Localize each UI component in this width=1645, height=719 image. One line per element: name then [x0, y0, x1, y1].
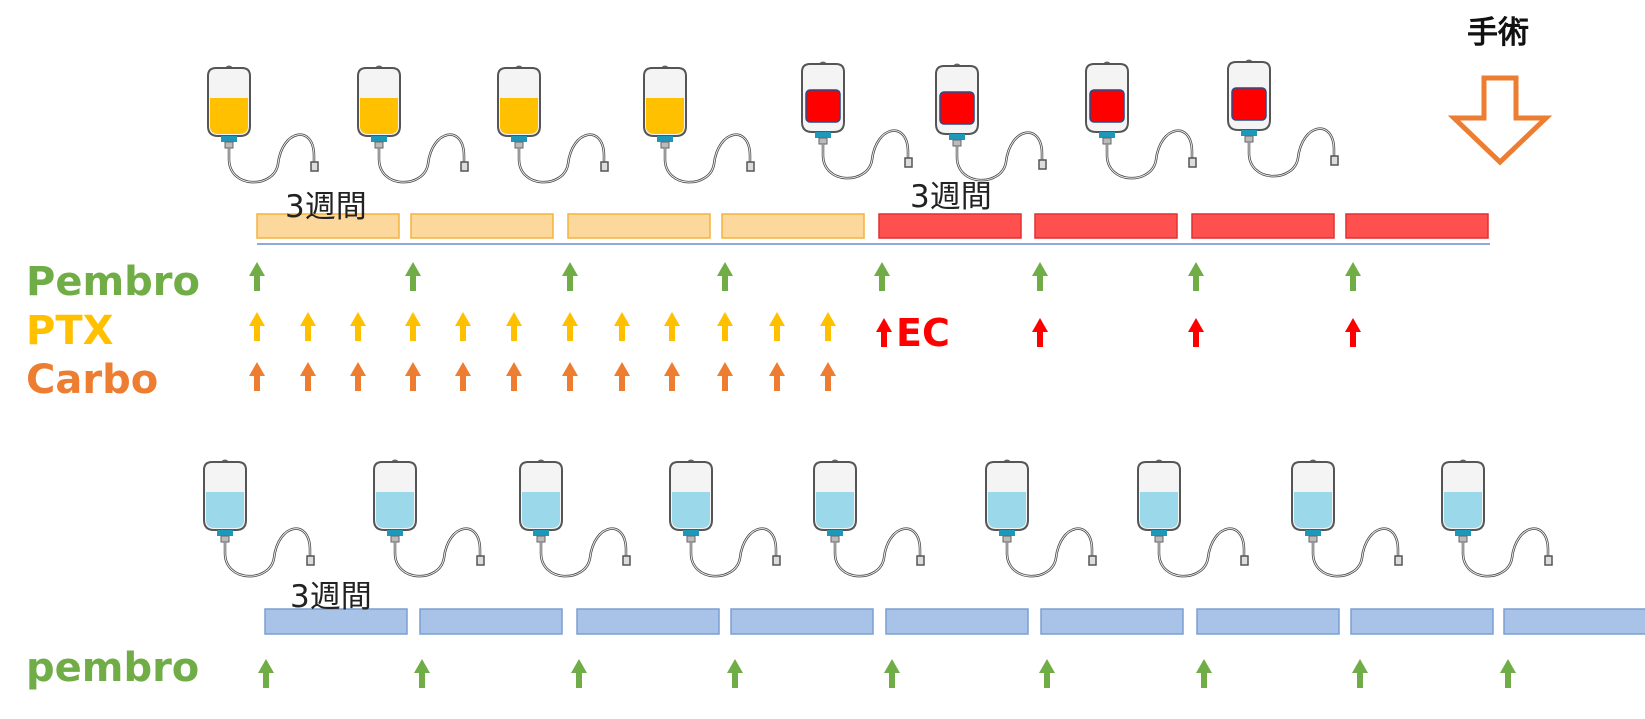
pembro-dose-arrow [249, 262, 265, 291]
pembro-dose-arrow [1188, 262, 1204, 291]
iv-bag-icon-pembro [1137, 459, 1249, 578]
iv-bag-icon-pembro [373, 459, 485, 578]
iv-bag-icon-pembro [813, 459, 925, 578]
carbo-dose-arrow [614, 362, 630, 391]
ptx-dose-arrow [614, 312, 630, 341]
ptx-dose-arrow [664, 312, 680, 341]
ec-dose-arrow [1345, 318, 1361, 347]
carbo-dose-arrow [350, 362, 366, 391]
pembro-adjuvant-dose-arrow [727, 659, 743, 688]
pembro-adjuvant-dose-arrow [571, 659, 587, 688]
iv-bag-icon-pembro [985, 459, 1097, 578]
carbo-dose-arrow [664, 362, 680, 391]
ec-dose-arrow [876, 318, 892, 347]
cycle-bar-pembro [885, 608, 1029, 635]
iv-bag-icon-ec [935, 63, 1047, 182]
cycle-bar-chemo [256, 213, 400, 239]
cycle-bar-pembro [264, 608, 408, 635]
iv-bag-icon-chemo [207, 65, 319, 184]
iv-bag-icon-pembro [1441, 459, 1553, 578]
cycle-bar-chemo [721, 213, 865, 239]
pembro-adjuvant-dose-arrow [1500, 659, 1516, 688]
carbo-dose-arrow [562, 362, 578, 391]
pembro-dose-arrow [717, 262, 733, 291]
pembro-adjuvant-dose-arrow [258, 659, 274, 688]
ptx-dose-arrow [769, 312, 785, 341]
iv-bag-icon-ec [1085, 61, 1197, 180]
cycle-bar-pembro [419, 608, 563, 635]
surgery-label: 手術 [1467, 15, 1529, 51]
carbo-dose-arrow [300, 362, 316, 391]
cycle-bar-chemo [410, 213, 554, 239]
cycle-bar-pembro [730, 608, 874, 635]
carbo-dose-arrow [455, 362, 471, 391]
pembro-adjuvant-dose-arrow [1352, 659, 1368, 688]
pembro-dose-arrow [562, 262, 578, 291]
cycle-bar-ec [1191, 213, 1335, 239]
ptx-dose-arrow [455, 312, 471, 341]
cycle-bar-pembro [1040, 608, 1184, 635]
iv-bag-icon-pembro [1291, 459, 1403, 578]
ptx-dose-arrow [562, 312, 578, 341]
iv-bag-icon-pembro [519, 459, 631, 578]
carbo-row-label: Carbo [26, 357, 159, 403]
pembro-dose-arrow [874, 262, 890, 291]
carbo-dose-arrow [820, 362, 836, 391]
pembro-dose-arrow [1345, 262, 1361, 291]
pembro-adjuvant-dose-arrow [884, 659, 900, 688]
carbo-dose-arrow [717, 362, 733, 391]
chemo-cycle-duration-label: 3週間 [285, 189, 367, 225]
ptx-dose-arrow [405, 312, 421, 341]
carbo-dose-arrow [249, 362, 265, 391]
iv-bag-icon-pembro [669, 459, 781, 578]
iv-bag-icon-ec [1227, 59, 1339, 178]
ptx-dose-arrow [249, 312, 265, 341]
ptx-dose-arrow [506, 312, 522, 341]
carbo-dose-arrow [769, 362, 785, 391]
cycle-bar-ec [1034, 213, 1178, 239]
ptx-dose-arrow [350, 312, 366, 341]
carbo-dose-arrow [405, 362, 421, 391]
iv-bag-icon-ec [801, 61, 913, 180]
cycle-bar-pembro [1196, 608, 1340, 635]
pembro-dose-arrow [405, 262, 421, 291]
pembro-adjuvant-dose-arrow [414, 659, 430, 688]
down-arrow-icon [1447, 75, 1553, 166]
iv-bag-icon-chemo [643, 65, 755, 184]
ec-dose-arrow [1188, 318, 1204, 347]
pembro-adjuvant-dose-arrow [1039, 659, 1055, 688]
ec-dose-arrow [1032, 318, 1048, 347]
iv-bag-icon-chemo [357, 65, 469, 184]
cycle-bar-ec [878, 213, 1022, 239]
ec-label: EC [896, 311, 950, 355]
cycle-bar-pembro [576, 608, 720, 635]
cycle-bar-pembro [1350, 608, 1494, 635]
iv-bag-icon-chemo [497, 65, 609, 184]
pembro-adjuvant-row-label: pembro [26, 645, 200, 691]
ptx-dose-arrow [820, 312, 836, 341]
cycle-bar-pembro [1503, 608, 1645, 635]
ptx-row-label: PTX [26, 308, 114, 354]
pembro-row-label: Pembro [26, 259, 200, 305]
ptx-dose-arrow [717, 312, 733, 341]
pembro-dose-arrow [1032, 262, 1048, 291]
carbo-dose-arrow [506, 362, 522, 391]
cycle-bar-chemo [567, 213, 711, 239]
pembro-adjuvant-dose-arrow [1196, 659, 1212, 688]
ec-cycle-duration-label: 3週間 [910, 179, 992, 215]
maintenance-cycle-duration-label: 3週間 [290, 579, 372, 615]
ptx-dose-arrow [300, 312, 316, 341]
cycle-bar-ec [1345, 213, 1489, 239]
iv-bag-icon-pembro [203, 459, 315, 578]
